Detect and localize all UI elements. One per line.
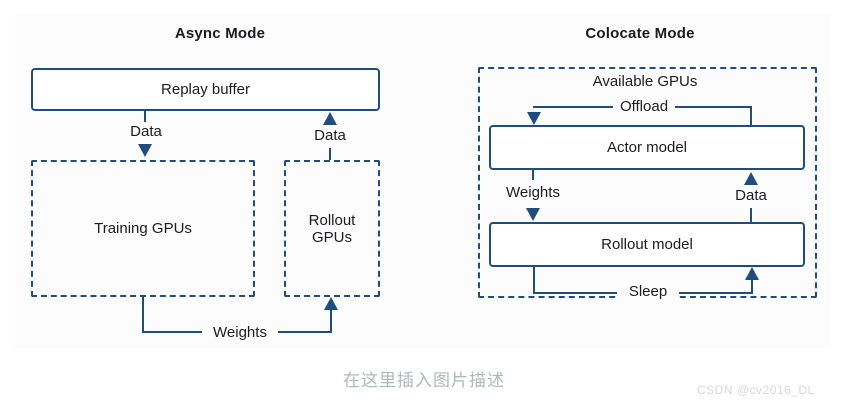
csdn-watermark: CSDN @cv2016_DL (697, 383, 815, 397)
colocate-mode-title: Colocate Mode (585, 25, 695, 42)
offload-label: Offload (619, 98, 669, 115)
async-weights-label: Weights (213, 324, 267, 341)
rollout-gpus-label: Rollout GPUs (308, 211, 356, 246)
offload-connector-line (533, 106, 613, 108)
replay-buffer-box: Replay buffer (31, 68, 380, 111)
weights-connector-line (330, 308, 332, 333)
rollout-gpus-box: Rollout GPUs (284, 160, 380, 297)
arrow-up-icon (745, 267, 759, 280)
arrow-up-icon (324, 297, 338, 310)
data-to-training-connector-line (144, 111, 146, 122)
weights-connector-line (142, 331, 202, 333)
weights-connector-line (142, 297, 144, 333)
arrow-down-icon (526, 208, 540, 221)
training-gpus-box: Training GPUs (31, 160, 255, 297)
image-caption: 在这里插入图片描述 (343, 371, 505, 390)
available-gpus-label: Available GPUs (592, 73, 698, 90)
replay-buffer-label: Replay buffer (161, 81, 250, 98)
data-from-rollout-connector-line (329, 148, 331, 160)
sleep-connector-line (751, 270, 753, 294)
colocate-data-label: Data (735, 187, 767, 204)
actor-model-label: Actor model (606, 139, 688, 156)
arrow-up-icon (323, 112, 337, 125)
data-from-rollout-label: Data (314, 127, 346, 144)
colocate-weights-connector-line (532, 170, 534, 180)
offload-connector-line (750, 106, 752, 126)
offload-connector-line (675, 106, 752, 108)
rollout-model-box: Rollout model (489, 222, 805, 267)
arrow-down-icon (138, 144, 152, 157)
arrow-down-icon (527, 112, 541, 125)
colocate-data-connector-line (750, 208, 752, 222)
sleep-label: Sleep (617, 283, 679, 301)
weights-connector-line (278, 331, 332, 333)
colocate-weights-label: Weights (506, 184, 560, 201)
async-mode-title: Async Mode (174, 25, 266, 42)
actor-model-box: Actor model (489, 125, 805, 170)
sleep-connector-line (533, 292, 617, 294)
diagram-card: Async Mode Replay buffer Data Data Train… (15, 13, 831, 348)
sleep-connector-line (533, 267, 535, 294)
arrow-up-icon (744, 172, 758, 185)
rollout-model-label: Rollout model (601, 236, 693, 253)
data-to-training-label: Data (130, 123, 162, 140)
training-gpus-label: Training GPUs (94, 220, 192, 237)
sleep-connector-line (679, 292, 753, 294)
